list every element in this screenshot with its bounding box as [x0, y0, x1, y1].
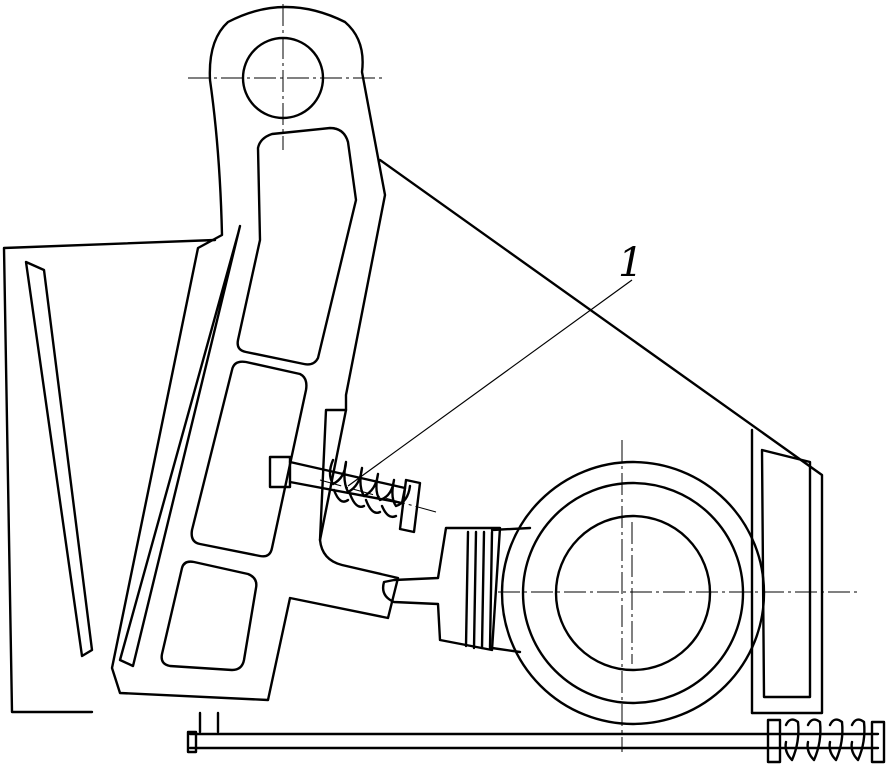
- eccentric-shaft: [500, 460, 766, 726]
- center-lines: [188, 4, 860, 752]
- tension-rod-spring: [268, 455, 422, 534]
- toggle-plate: [381, 526, 532, 654]
- crusher-frame: [198, 158, 824, 734]
- fixed-jaw: [2, 238, 217, 714]
- callout-label-1: 1: [618, 240, 643, 286]
- callout: 1: [347, 240, 643, 487]
- lower-tie-rod: [186, 718, 886, 764]
- swing-jaw: [110, 5, 400, 702]
- leader-line: [347, 279, 633, 487]
